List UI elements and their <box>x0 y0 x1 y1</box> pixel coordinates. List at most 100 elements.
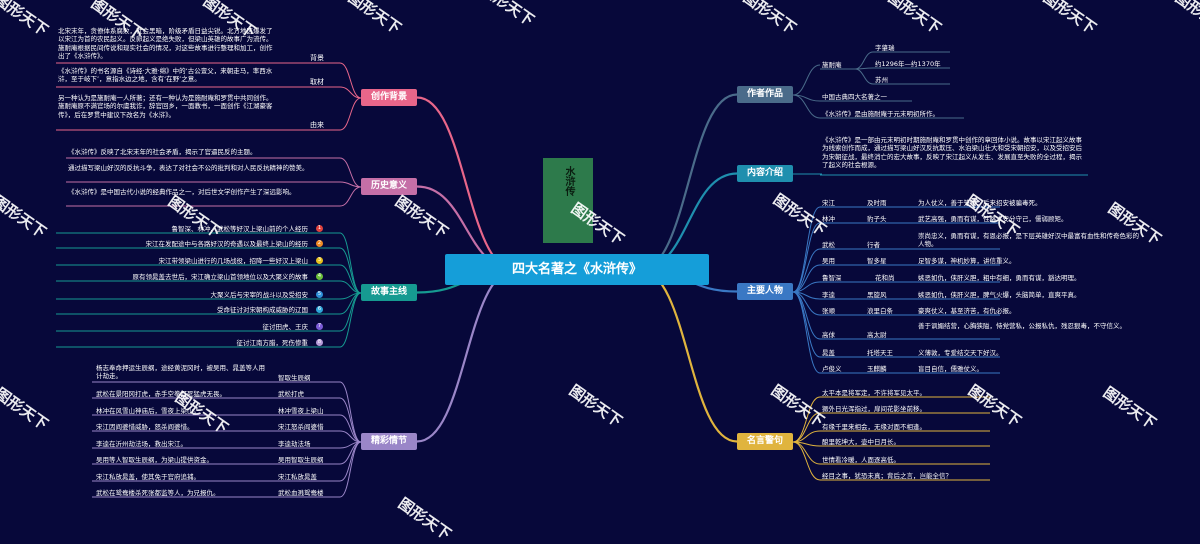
character-nickname: 行者 <box>867 241 880 249</box>
branch-content[interactable]: 内容介绍 <box>737 165 793 182</box>
branch-plot[interactable]: 故事主线 <box>361 284 417 301</box>
character-name: 卢俊义 <box>822 365 842 373</box>
central-topic[interactable]: 四大名著之《水浒传》 <box>445 254 709 285</box>
author-detail: 字肇瑞 <box>875 44 895 52</box>
plot-connector <box>339 292 362 348</box>
character-nickname: 玉麒麟 <box>867 365 887 373</box>
character-description: 嫉恶如仇，侠肝义胆，脾气火爆，头脑简单，直爽平真。 <box>918 291 1081 299</box>
connector-line <box>792 94 821 119</box>
highlight-label: 武松血溅鸳鸯楼 <box>278 489 324 497</box>
author-item: 《水浒传》是由施耐庵于元末明初所作。 <box>822 110 939 118</box>
significance-text: 《水浒传》是中国古代小说的经典作品之一，对后世文学创作产生了深远影响。 <box>68 188 296 196</box>
content-text: 《水浒传》是一部由元末明初时期施耐庵和罗贯中创作的章回体小说。故事以宋江起义故事… <box>822 136 1082 169</box>
character-connector <box>792 222 821 293</box>
character-description: 盲目自信，儒雅仗义。 <box>918 365 983 373</box>
highlight-label: 智取生辰纲 <box>278 374 311 382</box>
author-detail: 约1296年—约1370年 <box>875 60 941 68</box>
creation-connector <box>339 97 362 131</box>
character-nickname: 浪里白条 <box>867 307 893 315</box>
creation-label: 由来 <box>310 121 324 129</box>
character-name: 高俅 <box>822 331 835 339</box>
creation-connector <box>339 62 362 99</box>
character-name: 林冲 <box>822 215 835 223</box>
plot-number-badge: 1 <box>316 225 323 232</box>
plot-number-badge: 2 <box>316 240 323 247</box>
plot-text: 受命征讨对宋朝构成威胁的辽国 <box>217 306 308 314</box>
author-detail: 苏州 <box>875 76 888 84</box>
branch-quotes[interactable]: 名言警句 <box>737 433 793 450</box>
creation-connector <box>339 86 362 99</box>
highlight-label: 武松打虎 <box>278 390 304 398</box>
quote-connector <box>792 396 821 443</box>
plot-text: 鲁智深、林冲、武松等好汉上梁山前的个人经历 <box>171 225 309 233</box>
connector-line <box>854 51 874 70</box>
highlight-text: 李逵在沂州劫法场，救出宋江。 <box>96 440 187 448</box>
plot-text: 原有领晁盖去世后，宋江确立梁山首领地位以及大聚义的故事 <box>132 273 309 281</box>
book-cover-image: 水浒传 <box>543 158 593 243</box>
significance-connector <box>339 157 362 188</box>
branch-author[interactable]: 作者作品 <box>737 86 793 103</box>
character-nickname: 托塔天王 <box>867 349 893 357</box>
highlight-text: 武松在景阳冈打虎，赤手空拳打死猛虎无畏。 <box>96 390 226 398</box>
highlight-connector <box>339 381 362 443</box>
character-description: 为人仗义，善于笼络，后来招安被骗毒死。 <box>918 199 1042 207</box>
character-connector <box>792 291 821 374</box>
character-nickname: 豹子头 <box>867 215 887 223</box>
character-description: 足智多谋，神机妙算，讲信重义。 <box>918 257 1016 265</box>
plot-number-badge: 6 <box>316 306 323 313</box>
plot-number-badge: 7 <box>316 323 323 330</box>
plot-text: 宋江带领梁山进行的几场战役，招降一些好汉上梁山 <box>158 257 309 265</box>
quote-text: 世情看冷暖，人面逐高低。 <box>822 456 900 464</box>
highlight-text: 武松在鸳鸯楼杀死张都监等人，为兄报仇。 <box>96 489 220 497</box>
highlight-text: 宋江私放晁盖，使其免于官府追捕。 <box>96 473 200 481</box>
plot-number-badge: 8 <box>316 339 323 346</box>
connector-line <box>854 68 874 85</box>
character-description: 善于讽媚结营，心胸狭隘，恃党营私，公报私仇，残忍狠毒，不守信义。 <box>918 322 1126 330</box>
main-connector-creation <box>416 96 516 272</box>
character-name: 吴用 <box>822 257 835 265</box>
quote-text: 有缘千里来相会，无缘对面不相逢。 <box>822 423 926 431</box>
author-name: 施耐庵 <box>822 61 842 69</box>
creation-label: 取材 <box>310 78 324 86</box>
highlight-text: 吴用等人智取生辰纲，为梁山提供资金。 <box>96 456 213 464</box>
character-name: 李逵 <box>822 291 835 299</box>
plot-text: 征讨江南方腊，死伤惨重 <box>236 339 309 347</box>
highlight-label: 宋江怒杀阎婆惜 <box>278 423 324 431</box>
character-nickname: 高太尉 <box>867 331 887 339</box>
character-name: 张顺 <box>822 307 835 315</box>
character-description: 义薄敦，专爱结交天下好汉。 <box>918 349 1003 357</box>
quote-text: 獗外日光浑指过，扉间花影坐前移。 <box>822 405 926 413</box>
highlight-label: 李逵劫法场 <box>278 440 311 448</box>
character-description: 崇尚忠义，勇而有谋，有恩必报，是下层英雄好汉中最富有血性和传奇色彩的人物。 <box>918 232 1139 249</box>
plot-number-badge: 4 <box>316 273 323 280</box>
branch-highlights[interactable]: 精彩情节 <box>361 433 417 450</box>
creation-text: 北宋末年，贪僚体系腐败，社会黑暗，阶级矛盾日益尖锐。北方地区爆发了以宋江为首的农… <box>58 27 273 60</box>
highlight-text: 杨志奉命押运生辰纲，途经黄泥冈时，被吴用、晁盖等人用计劫走。 <box>96 364 265 381</box>
author-item: 中国古典四大名著之一 <box>822 93 887 101</box>
character-nickname: 花和尚 <box>875 274 895 282</box>
character-description: 武艺高强，勇而有谋，性格人安分守己，儒弱顾矩。 <box>918 215 1068 223</box>
character-connector <box>792 248 821 293</box>
significance-text: 《水浒传》反映了北宋末年的社会矛盾，揭示了官逼民反的主题。 <box>68 148 257 156</box>
character-connector <box>792 291 821 358</box>
plot-number-badge: 5 <box>316 291 323 298</box>
quote-text: 太平本是将军定，不许将军见太平。 <box>822 389 926 397</box>
plot-connector <box>339 232 362 294</box>
significance-text: 通过描写梁山好汉的反抗斗争，表达了对社会不公的批判和对人民反抗精神的赞美。 <box>68 164 309 172</box>
character-description: 豪爽仗义，基至济苦，有仇必报。 <box>918 307 1016 315</box>
highlight-text: 宋江因阎婆惜威胁，怒杀阎婆惜。 <box>96 423 194 431</box>
branch-significance[interactable]: 历史意义 <box>361 178 417 195</box>
branch-creation[interactable]: 创作背景 <box>361 89 417 106</box>
highlight-label: 宋江私放晁盖 <box>278 473 317 481</box>
branch-characters[interactable]: 主要人物 <box>737 283 793 300</box>
plot-text: 宋江在发配途中与各路好汉的奇遇以及最终上梁山的经历 <box>145 240 309 248</box>
main-connector-quotes <box>639 268 738 443</box>
plot-text: 大聚义后与宋宰的战斗以及受招安 <box>210 291 309 299</box>
quote-connector <box>792 412 821 443</box>
character-nickname: 智多星 <box>867 257 887 265</box>
book-title: 水浒传 <box>563 166 574 196</box>
plot-connector <box>339 247 362 294</box>
plot-text: 征讨田虎、王庆 <box>262 323 309 331</box>
significance-connector <box>339 186 362 207</box>
character-connector <box>792 264 821 293</box>
